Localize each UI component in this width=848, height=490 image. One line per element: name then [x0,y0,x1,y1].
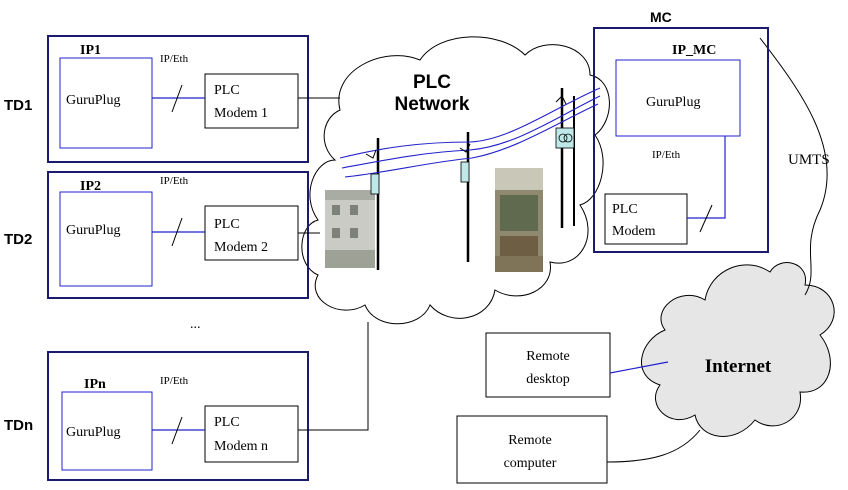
eth-slash-tdn [171,416,183,445]
umts-label: UMTS [788,152,830,168]
modem-line1-td2: PLC [214,217,240,232]
guruplug-label-td1: GuruPlug [66,93,120,108]
power-line-3 [344,103,599,178]
stations-ellipsis: ... [190,317,201,332]
building-photo-1 [325,190,375,268]
eth-slash-td2 [171,217,183,247]
guruplug-label-td2: GuruPlug [66,223,120,238]
internet-label: Internet [705,356,772,377]
coupler-2 [460,161,470,183]
remote-computer-line2: computer [504,456,557,471]
modem-line2-td2: Modem 2 [214,240,268,255]
modem-line2-td1: Modem 1 [214,106,268,121]
eth-link-mc [687,136,726,219]
mc-modem-line1: PLC [612,202,638,217]
modem-line1-tdn: PLC [214,415,240,430]
side-label-td1: TD1 [4,97,32,114]
mc-ip-label: IP_MC [672,43,716,58]
guruplug-box-mc [615,59,741,137]
coupling-arrow-1 [365,149,377,159]
coupling-arrow-3 [555,95,567,105]
plc-network-line1: PLC [413,72,451,93]
modem-line2-tdn: Modem n [214,439,268,454]
power-line-2 [341,95,601,169]
internet-cloud [641,262,835,437]
ip-label-td1: IP1 [80,43,101,58]
plc-modem-box-td2 [204,205,299,261]
transformer-device [555,127,575,149]
mc-guruplug-label: GuruPlug [646,95,700,110]
guruplug-box-td1 [59,57,153,149]
guruplug-box-tdn [61,391,153,471]
plc-link-tdn [298,322,369,431]
plc-modem-box-tdn [204,405,299,463]
ip-label-tdn: IPn [84,377,106,392]
station-frame-tdn [47,351,309,481]
plc-network-line2: Network [395,94,470,115]
remote-desktop-line1: Remote [526,349,570,364]
eth-label-td1: IP/Eth [160,53,189,65]
remote-desktop-link [609,361,669,374]
modem-line1-td1: PLC [214,83,240,98]
side-label-td2: TD2 [4,231,32,248]
eth-slash-mc [699,204,713,233]
eth-label-tdn: IP/Eth [160,375,189,387]
plc-modem-box-td1 [204,73,299,129]
mc-modem-line2: Modem [612,224,656,239]
umts-link [759,37,828,296]
remote-desktop-box [485,332,611,398]
transformer-coil-2 [563,133,573,143]
plc-modem-box-mc [604,193,688,245]
station-frame-td2 [47,171,309,299]
guruplug-label-tdn: GuruPlug [66,425,120,440]
coupling-arrow-2 [459,143,471,153]
coupler-1 [370,173,380,195]
eth-label-td2: IP/Eth [160,175,189,187]
plc-network-cloud [301,36,610,325]
mc-frame [593,27,769,253]
guruplug-box-td2 [59,191,153,287]
mc-eth-label: IP/Eth [652,149,681,161]
ip-label-td2: IP2 [80,179,101,194]
mc-title: MC [650,9,672,25]
remote-desktop-line2: desktop [526,372,570,387]
transformer-coil-1 [558,133,568,143]
substation-photo [495,168,543,272]
station-frame-td1 [47,35,309,163]
power-line-1 [339,87,601,159]
remote-computer-link [606,429,701,463]
side-label-tdn: TDn [4,417,33,434]
remote-computer-line1: Remote [508,433,552,448]
remote-computer-box [456,415,608,484]
eth-slash-td1 [171,84,183,113]
